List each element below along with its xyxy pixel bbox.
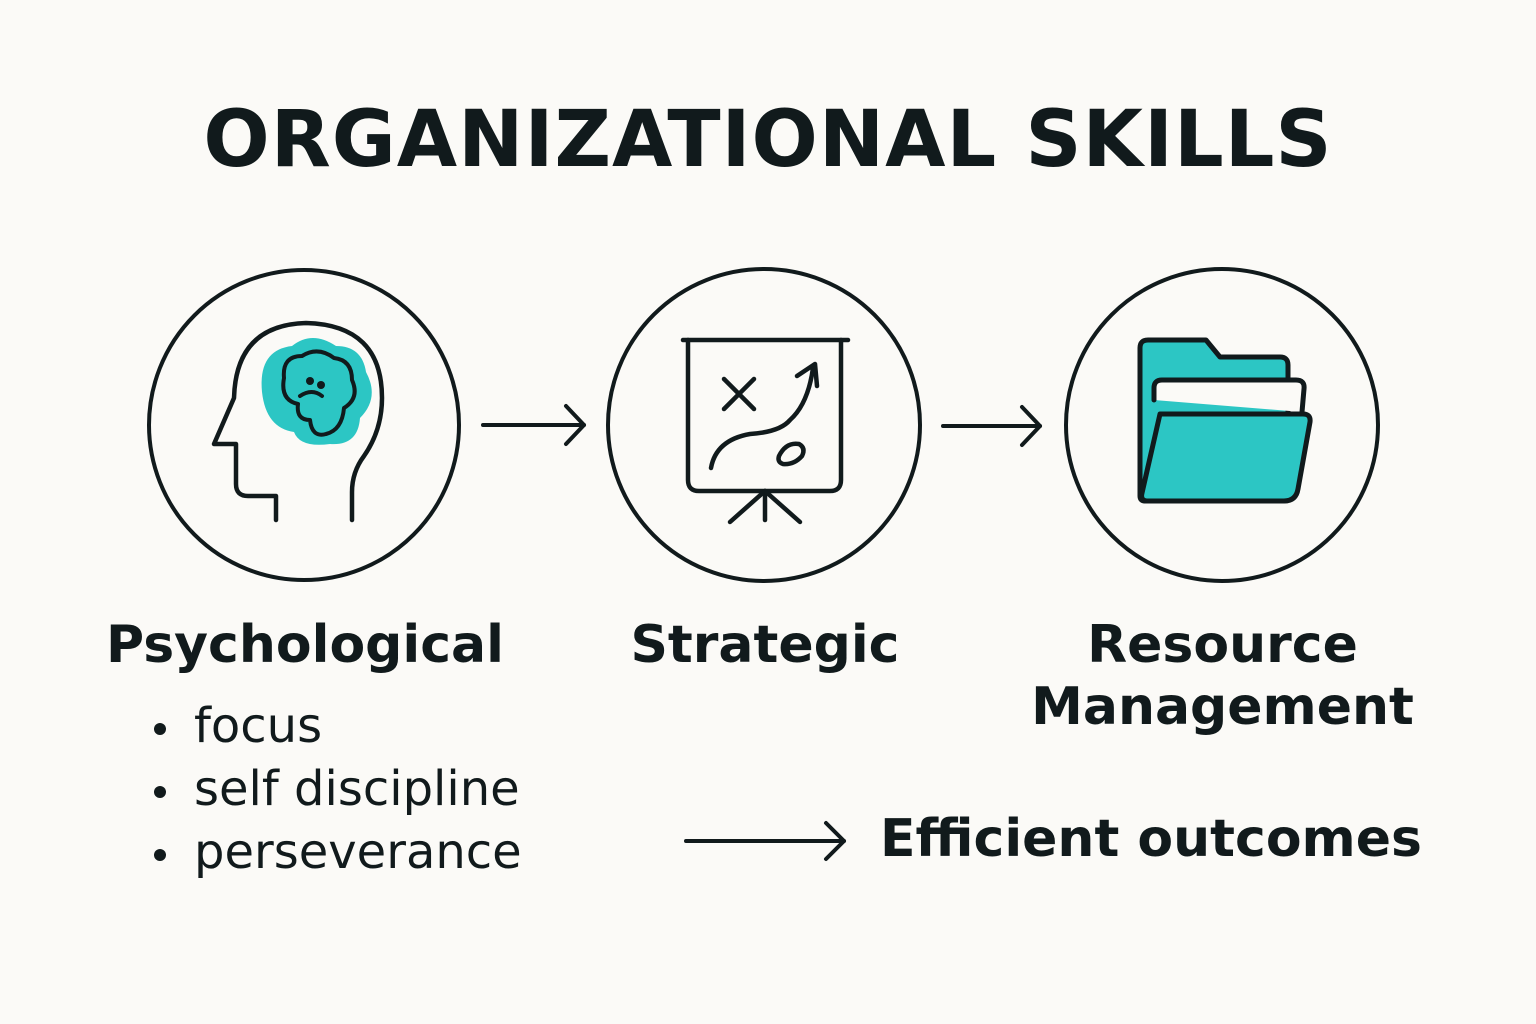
folder-icon <box>1137 337 1313 504</box>
arrow-strategic-to-resource <box>941 405 1042 447</box>
stage-circle-resource <box>1064 267 1380 583</box>
outcome-label: Efficient outcomes <box>880 809 1422 869</box>
stage-circle-strategic <box>606 267 922 583</box>
stage-label-resource-management: Resource Management <box>1031 615 1414 737</box>
stage-label-psychological: Psychological <box>106 615 504 675</box>
stage-circle-psychological <box>147 268 461 582</box>
arrow-to-outcome <box>684 821 846 861</box>
bullet-item: self discipline <box>152 758 522 821</box>
bullet-item: focus <box>152 695 522 758</box>
psychological-bullet-list: focus self discipline perseverance <box>152 695 522 884</box>
stage-label-strategic: Strategic <box>630 615 900 675</box>
bullet-item: perseverance <box>152 821 522 884</box>
diagram-title: ORGANIZATIONAL SKILLS <box>203 95 1333 185</box>
arrow-psych-to-strategic <box>481 404 586 446</box>
brain-head-icon <box>211 320 385 523</box>
strategy-board-icon <box>680 337 851 525</box>
